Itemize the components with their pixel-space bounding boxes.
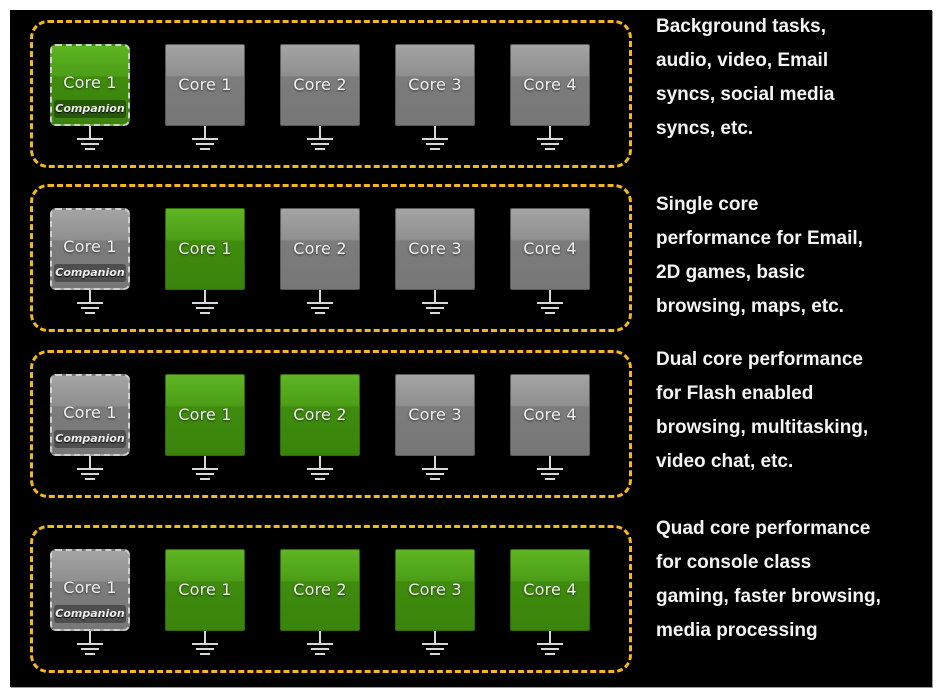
core-label: Core 2 [293,75,347,94]
core-tile: Core 2 [280,549,360,631]
companion-core-tile: Core 1 Companion [50,44,130,126]
core-label: Core 3 [408,405,462,424]
core-tile: Core 1 [165,549,245,631]
core-label: Core 3 [408,580,462,599]
core-label: Core 4 [523,239,577,258]
core-tile: Core 4 [510,44,590,126]
core-tile: Core 2 [280,208,360,290]
core-label: Core 1 [63,403,117,422]
ground-symbol-icon [420,126,450,156]
core-label: Core 2 [293,239,347,258]
companion-tag: Companion [54,430,126,448]
ground-symbol-icon [535,456,565,486]
core-label: Core 1 [63,73,117,92]
companion-tag: Companion [54,605,126,623]
core-tile: Core 2 [280,44,360,126]
mode-description: Quad core performance for console class … [656,518,881,641]
mode-description: Dual core performance for Flash enabled … [656,349,869,472]
core-label: Core 1 [63,237,117,256]
ground-symbol-icon [190,290,220,320]
ground-symbol-icon [190,631,220,661]
core-label: Core 4 [523,75,577,94]
ground-symbol-icon [535,631,565,661]
core-label: Core 1 [178,75,232,94]
companion-core-tile: Core 1 Companion [50,208,130,290]
ground-symbol-icon [305,456,335,486]
core-tile: Core 3 [395,44,475,126]
ground-symbol-icon [190,126,220,156]
ground-symbol-icon [75,126,105,156]
companion-tag: Companion [54,264,126,282]
mode-group-box [30,20,632,168]
core-tile: Core 1 [165,44,245,126]
mode-description: Single core performance for Email, 2D ga… [656,194,863,317]
mode-group-box [30,350,632,498]
ground-symbol-icon [420,456,450,486]
core-label: Core 4 [523,580,577,599]
ground-symbol-icon [75,456,105,486]
core-tile: Core 3 [395,208,475,290]
mode-group-box [30,184,632,332]
companion-core-tile: Core 1 Companion [50,549,130,631]
ground-symbol-icon [535,290,565,320]
core-tile: Core 3 [395,549,475,631]
core-tile: Core 4 [510,208,590,290]
core-label: Core 4 [523,405,577,424]
ground-symbol-icon [75,631,105,661]
ground-symbol-icon [190,456,220,486]
core-tile: Core 3 [395,374,475,456]
mode-description: Background tasks, audio, video, Email sy… [656,16,835,139]
ground-symbol-icon [305,290,335,320]
core-label: Core 1 [178,580,232,599]
ground-symbol-icon [75,290,105,320]
core-label: Core 2 [293,580,347,599]
core-tile: Core 4 [510,374,590,456]
core-tile: Core 2 [280,374,360,456]
ground-symbol-icon [305,126,335,156]
core-tile: Core 1 [165,374,245,456]
core-label: Core 1 [63,578,117,597]
core-label: Core 3 [408,75,462,94]
core-tile: Core 4 [510,549,590,631]
ground-symbol-icon [305,631,335,661]
ground-symbol-icon [420,290,450,320]
core-label: Core 2 [293,405,347,424]
ground-symbol-icon [420,631,450,661]
core-label: Core 3 [408,239,462,258]
companion-tag: Companion [54,100,126,118]
core-label: Core 1 [178,405,232,424]
core-label: Core 1 [178,239,232,258]
mode-group-box [30,525,632,673]
ground-symbol-icon [535,126,565,156]
core-tile: Core 1 [165,208,245,290]
companion-core-tile: Core 1 Companion [50,374,130,456]
